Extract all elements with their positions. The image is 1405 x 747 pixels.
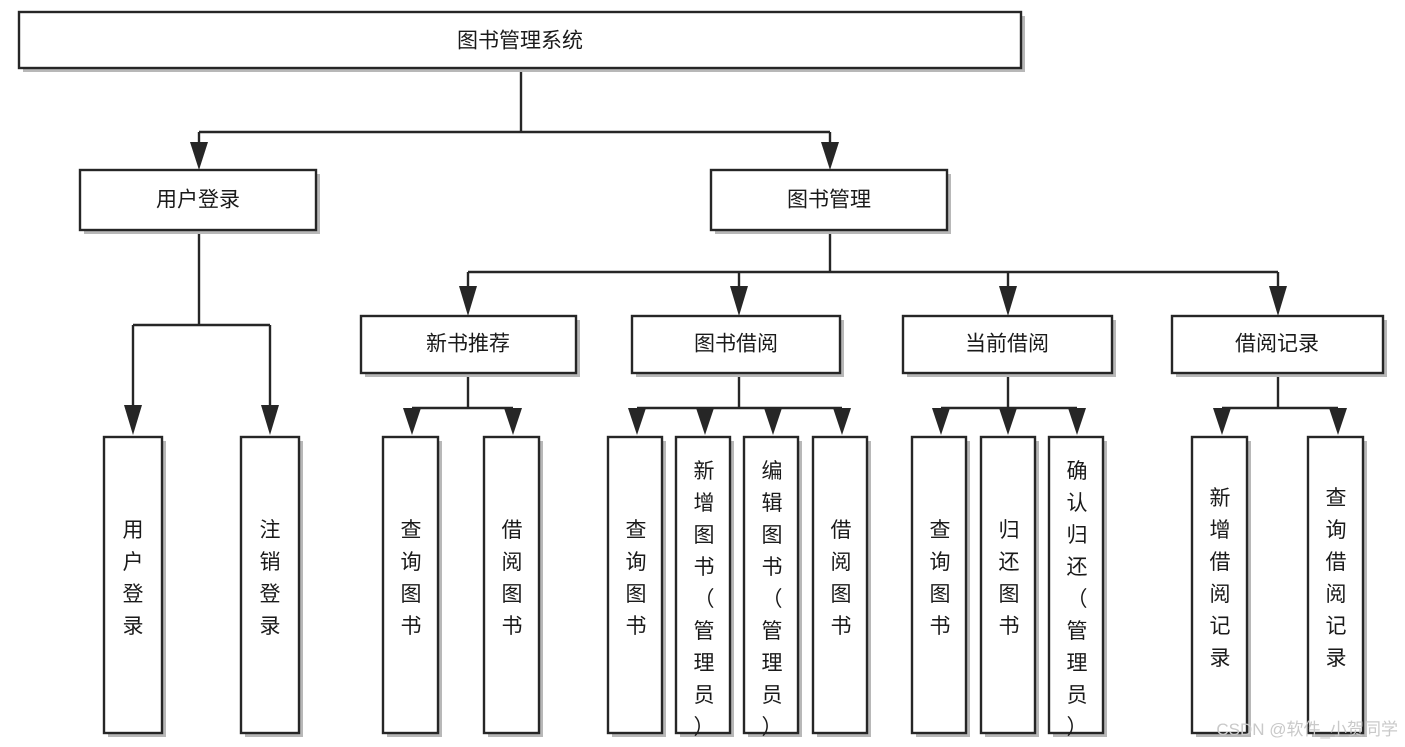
node-borrow-record-label: 借阅记录 [1235,333,1319,356]
node-current-borrow[interactable]: 当前借阅 [901,314,1116,377]
leaf-user-logout-label: 注销登录 [260,519,281,638]
leaf-user-logout[interactable]: 注销登录 [239,435,303,737]
arrow-to-current-borrow [999,286,1017,316]
leaf-query-book-3[interactable]: 查询图书 [910,435,970,737]
arrow-to-book-manage [821,142,839,170]
leaf-user-login[interactable]: 用户登录 [102,435,166,737]
leaf-query-book-1[interactable]: 查询图书 [381,435,442,737]
leaf-add-record[interactable]: 新增借阅记录 [1190,435,1251,737]
leaf-query-record-label: 查询借阅记录 [1326,487,1347,670]
leaf-query-record[interactable]: 查询借阅记录 [1306,435,1367,737]
leaf-return-book-label: 归还图书 [999,519,1020,638]
arrow-to-leaf-return-book [999,408,1017,435]
node-new-book-rec-box [359,314,578,375]
node-user-login-box [78,168,318,232]
arrow-to-leaf-borrow-book-2 [833,408,851,435]
arrow-to-user-login [190,142,208,170]
edges-layer [124,68,1347,435]
node-book-borrow[interactable]: 图书借阅 [630,314,844,377]
leaf-user-login-box [102,435,164,735]
leaf-borrow-book-2[interactable]: 借阅图书 [811,435,871,737]
node-current-borrow-label: 当前借阅 [965,333,1049,356]
leaf-edit-book-label: 编辑图书（管理员） [762,460,783,739]
arrow-to-leaf-query-book-3 [932,408,950,435]
arrow-to-leaf-confirm-return [1068,408,1086,435]
node-root[interactable]: 图书管理系统 [17,10,1025,72]
arrow-to-leaf-add-record [1213,408,1231,435]
leaf-add-record-box [1190,435,1249,735]
leaf-edit-book-box [742,435,800,735]
leaf-query-book-3-box [910,435,968,735]
node-current-borrow-box [901,314,1114,375]
leaf-add-record-label: 新增借阅记录 [1210,487,1231,670]
node-user-login[interactable]: 用户登录 [78,168,320,234]
node-root-box [17,10,1023,70]
leaf-add-book[interactable]: 新增图书（管理员） [674,435,734,739]
node-book-manage-box [709,168,949,232]
node-book-borrow-box [630,314,842,375]
arrow-to-leaf-query-book-2 [628,408,646,435]
arrow-to-leaf-user-logout [261,405,279,435]
arrow-to-leaf-query-book-1 [403,408,421,435]
node-book-borrow-label: 图书借阅 [694,333,778,356]
node-new-book-rec-label: 新书推荐 [426,333,510,356]
node-borrow-record-box [1170,314,1385,375]
leaf-user-logout-box [239,435,301,735]
leaf-borrow-book-2-label: 借阅图书 [831,519,852,638]
node-book-manage[interactable]: 图书管理 [709,168,951,234]
leaf-return-book[interactable]: 归还图书 [979,435,1039,737]
leaf-query-book-2-box [606,435,664,735]
leaf-confirm-return[interactable]: 确认归还（管理员） [1047,435,1107,739]
node-new-book-rec[interactable]: 新书推荐 [359,314,580,377]
leaf-query-book-1-label: 查询图书 [401,519,422,638]
leaf-confirm-return-box [1047,435,1105,735]
leaf-return-book-box [979,435,1037,735]
arrow-to-leaf-edit-book [764,408,782,435]
arrow-to-leaf-user-login [124,405,142,435]
leaf-user-login-label: 用户登录 [123,519,144,638]
leaf-query-book-1-box [381,435,440,735]
leaf-query-book-2[interactable]: 查询图书 [606,435,666,737]
arrow-to-book-borrow [730,286,748,316]
leaf-query-record-box [1306,435,1365,735]
leaf-borrow-book-1[interactable]: 借阅图书 [482,435,543,737]
node-borrow-record[interactable]: 借阅记录 [1170,314,1387,377]
node-user-login-label: 用户登录 [156,189,240,212]
leaf-add-book-box [674,435,732,735]
leaf-query-book-2-label: 查询图书 [626,519,647,638]
leaf-borrow-book-1-box [482,435,541,735]
node-root-label: 图书管理系统 [457,30,583,53]
csdn-watermark: CSDN @软件_小贺同学 [1216,720,1398,739]
leaf-edit-book[interactable]: 编辑图书（管理员） [742,435,802,739]
leaf-borrow-book-2-box [811,435,869,735]
arrow-to-leaf-borrow-book-1 [504,408,522,435]
arrow-to-leaf-query-record [1329,408,1347,435]
arrow-to-leaf-add-book [696,408,714,435]
leaf-confirm-return-label: 确认归还（管理员） [1067,460,1088,739]
node-book-manage-label: 图书管理 [787,189,871,212]
arrow-to-borrow-record [1269,286,1287,316]
arrow-to-new-book-rec [459,286,477,316]
leaf-borrow-book-1-label: 借阅图书 [502,519,523,638]
leaf-add-book-label: 新增图书（管理员） [694,460,715,739]
leaf-query-book-3-label: 查询图书 [930,519,951,638]
